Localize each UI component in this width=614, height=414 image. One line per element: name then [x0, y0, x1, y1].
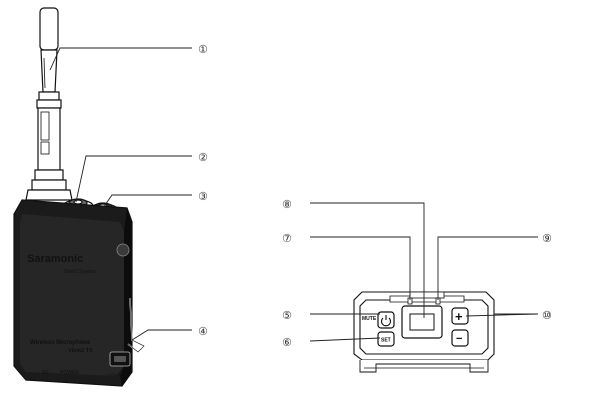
plus-icon: + [455, 309, 463, 324]
power-icon [380, 317, 392, 327]
mute-power-button[interactable] [377, 311, 395, 329]
leader-lines-transmitter [49, 47, 192, 341]
callout-10: ⑩ [542, 309, 552, 322]
usb-port-label: USB-C 5V [108, 372, 127, 377]
antenna [25, 7, 73, 201]
minus-icon: − [456, 333, 462, 345]
callout-6: ⑥ [282, 336, 292, 349]
mute-label: MUTE [362, 316, 377, 322]
callout-4: ④ [198, 325, 208, 338]
set-label: SET [381, 338, 391, 344]
brand-label: Saramonic [27, 253, 83, 265]
product-label-line2: Vlink2 TX [68, 348, 93, 354]
callout-labels: ① ② ③ ④ ⑤ ⑥ ⑦ ⑧ ⑨ ⑩ [198, 43, 552, 349]
power-led-label: POWER [60, 370, 79, 376]
callout-3: ③ [198, 190, 208, 203]
system-label: Vlink2 System [64, 269, 96, 275]
volume-up-button[interactable]: + [451, 307, 469, 325]
volume-down-button[interactable]: − [451, 329, 469, 347]
callout-7: ⑦ [282, 232, 292, 245]
product-label-line1: Wireless Microphone [30, 340, 91, 346]
leader-lines-panel [309, 202, 539, 342]
set-button[interactable]: SET [377, 331, 395, 347]
transmitter-device: Saramonic Vlink2 System Wireless Microph… [13, 7, 146, 387]
callout-5: ⑤ [282, 309, 292, 322]
transmitter-body [13, 199, 146, 387]
lcd-screen [401, 305, 443, 339]
callout-8: ⑧ [282, 198, 292, 211]
rf-led-label: RF [42, 370, 49, 376]
callout-9: ⑨ [542, 232, 552, 245]
callout-1: ① [198, 43, 208, 56]
callout-2: ② [198, 151, 208, 164]
